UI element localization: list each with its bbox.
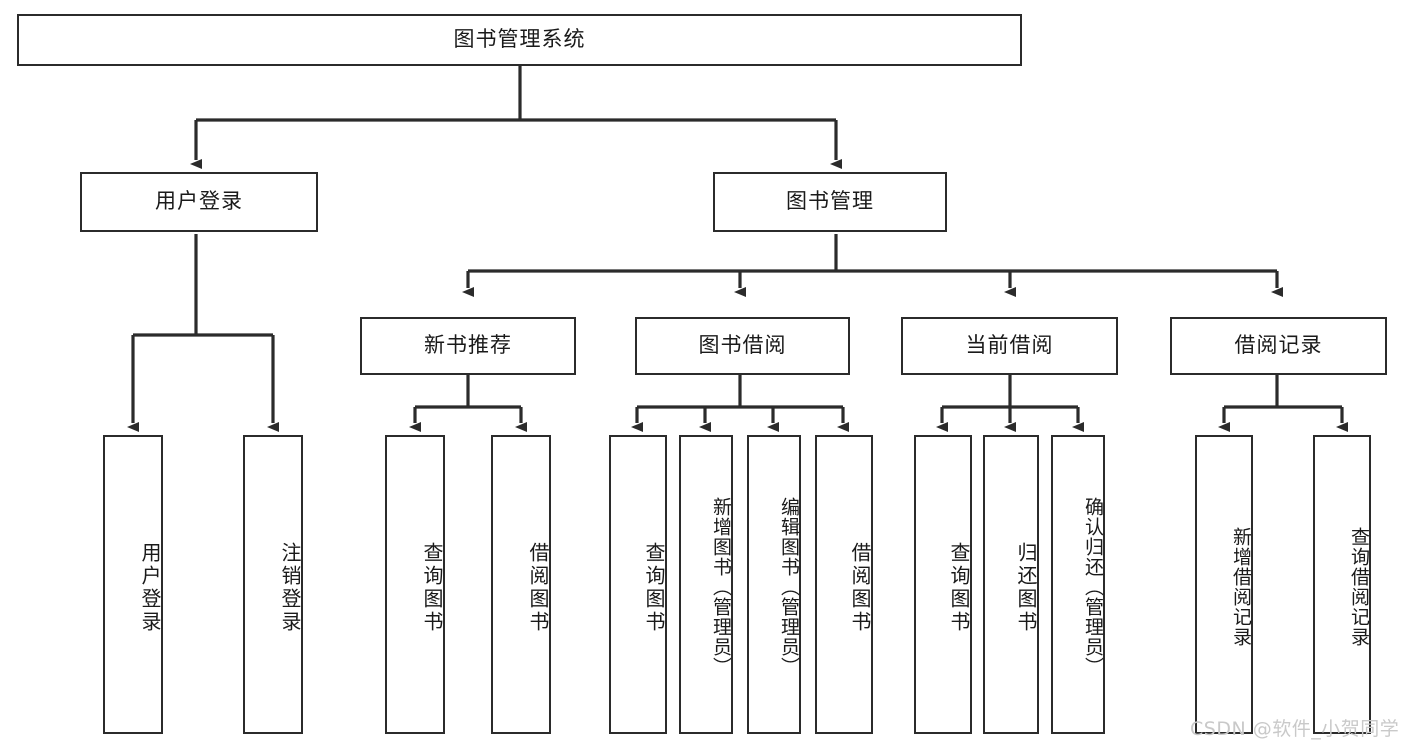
node-book-borrow[interactable]: 图书借阅 xyxy=(635,317,850,375)
leaf-current-query-book[interactable]: 查询图书 xyxy=(914,435,972,734)
node-root-system[interactable]: 图书管理系统 xyxy=(17,14,1022,66)
node-current-borrow[interactable]: 当前借阅 xyxy=(901,317,1118,375)
leaf-recommend-borrow-book[interactable]: 借阅图书 xyxy=(491,435,551,734)
leaf-user-login-login[interactable]: 用户登录 xyxy=(103,435,163,734)
leaf-user-login-logout[interactable]: 注销登录 xyxy=(243,435,303,734)
leaf-borrow-add-book-admin[interactable]: 新增图书（管理员） xyxy=(679,435,733,734)
leaf-borrow-borrow-book[interactable]: 借阅图书 xyxy=(815,435,873,734)
leaf-borrow-query-book[interactable]: 查询图书 xyxy=(609,435,667,734)
leaf-current-confirm-return-admin[interactable]: 确认归还（管理员） xyxy=(1051,435,1105,734)
leaf-current-return-book[interactable]: 归还图书 xyxy=(983,435,1039,734)
node-borrow-record[interactable]: 借阅记录 xyxy=(1170,317,1387,375)
leaf-recommend-query-book[interactable]: 查询图书 xyxy=(385,435,445,734)
node-new-book-recommend[interactable]: 新书推荐 xyxy=(360,317,576,375)
leaf-record-query-record[interactable]: 查询借阅记录 xyxy=(1313,435,1371,734)
csdn-watermark: CSDN @软件_小贺同学 xyxy=(1190,718,1400,740)
leaf-record-add-record[interactable]: 新增借阅记录 xyxy=(1195,435,1253,734)
node-user-login[interactable]: 用户登录 xyxy=(80,172,318,232)
node-book-management[interactable]: 图书管理 xyxy=(713,172,947,232)
leaf-borrow-edit-book-admin[interactable]: 编辑图书（管理员） xyxy=(747,435,801,734)
